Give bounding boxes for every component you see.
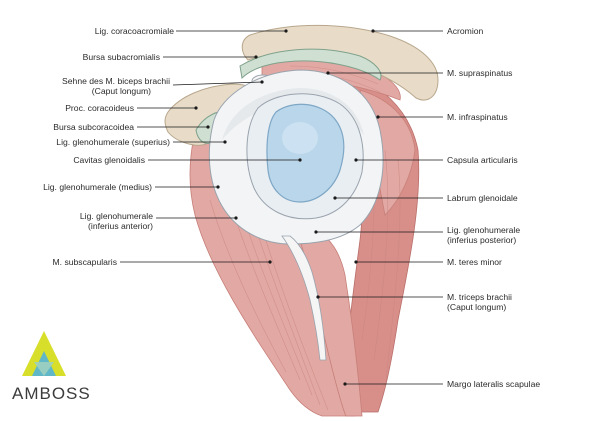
label-lig-gh-inf-ant: Lig. glenohumerale (80, 211, 153, 221)
label-capsula-articularis: Capsula articularis (447, 155, 518, 165)
label-m-infraspinatus: M. infraspinatus (447, 112, 508, 122)
glenoid-highlight (282, 122, 318, 154)
logo-text: AMBOSS (12, 384, 91, 403)
label-acromion: Acromion (447, 26, 484, 36)
amboss-logo: AMBOSS (12, 331, 91, 403)
acromion-bone (241, 24, 439, 101)
label-lig-gh-inf-post: Lig. glenohumerale (447, 225, 520, 235)
label-m-supraspinatus: M. supraspinatus (447, 68, 512, 78)
label-m-triceps-sub: (Caput longum) (447, 302, 506, 312)
label-biceps-caput: (Caput longum) (92, 86, 151, 96)
left-labels: Lig. coracoacromiale Bursa subacromialis… (43, 26, 174, 267)
label-lig-gh-inf-ant-sub: (inferius anterior) (88, 221, 153, 231)
label-bursa-subcoracoidea: Bursa subcoracoidea (53, 122, 134, 132)
label-labrum-glenoidale: Labrum glenoidale (447, 193, 518, 203)
logo-triangle-mid (34, 362, 54, 376)
label-lig-gh-medius: Lig. glenohumerale (medius) (43, 182, 152, 192)
label-m-triceps: M. triceps brachii (447, 292, 512, 302)
label-m-subscapularis: M. subscapularis (53, 257, 117, 267)
label-lig-coracoacromiale: Lig. coracoacromiale (95, 26, 175, 36)
label-biceps-tendon: Sehne des M. biceps brachii (62, 76, 170, 86)
label-lig-gh-superius: Lig. glenohumerale (superius) (56, 137, 170, 147)
bursa-subacromialis (239, 48, 382, 81)
label-bursa-subacromialis: Bursa subacromialis (83, 52, 160, 62)
label-m-teres-minor: M. teres minor (447, 257, 502, 267)
label-margo-lateralis: Margo lateralis scapulae (447, 379, 540, 389)
right-labels: Acromion M. supraspinatus M. infraspinat… (447, 26, 540, 389)
label-proc-coracoideus: Proc. coracoideus (65, 103, 134, 113)
label-lig-gh-inf-post-sub: (inferius posterior) (447, 235, 516, 245)
label-cavitas-glenoidalis: Cavitas glenoidalis (73, 155, 145, 165)
leader-lines (120, 29, 443, 386)
